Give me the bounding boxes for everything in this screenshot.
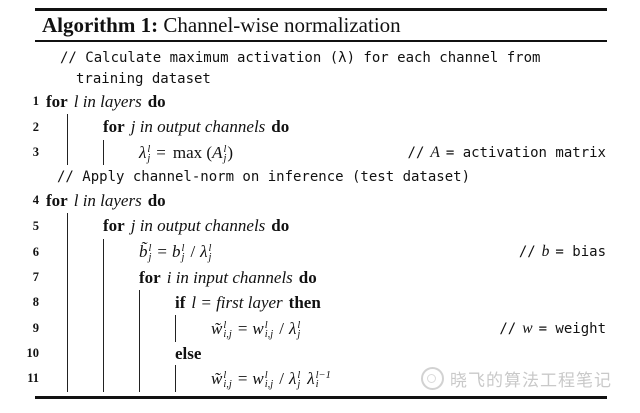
indent-guide (67, 365, 103, 392)
indent-guide (139, 315, 175, 342)
indent-guide (103, 290, 139, 315)
algo-line-1: 1 for l in layers do (0, 89, 640, 114)
indent-guide (67, 342, 103, 365)
indent-guide (67, 290, 103, 315)
indent-guide (175, 365, 211, 392)
watermark-text: 晓飞的算法工程笔记 (450, 371, 612, 391)
algo-line-7: 7 for i in input channels do (0, 265, 640, 290)
inline-comment-weight: // w = weight (499, 319, 606, 337)
algo-line-5: 5 for j in output channels do (0, 213, 640, 239)
algorithm-name: Channel-wise normalization (163, 13, 401, 37)
inline-comment-bias: // b = bias (518, 243, 606, 260)
header-rule (35, 40, 607, 42)
indent-guide (139, 290, 175, 315)
line-number: 8 (32, 295, 39, 309)
indent-guide (67, 265, 103, 290)
algo-line-10: 10 else (0, 342, 640, 365)
top-rule (35, 8, 607, 11)
line-number: 10 (26, 346, 40, 360)
indent-guide (103, 140, 139, 165)
algo-line-4: 4 for l in layers do (0, 188, 640, 213)
indent-guide (103, 342, 139, 365)
indent-guide (103, 315, 139, 342)
algo-line-2: 2 for j in output channels do (0, 114, 640, 140)
indent-guide (67, 239, 103, 265)
line-number: 9 (32, 321, 39, 335)
indent-guide (103, 365, 139, 392)
indent-guide (175, 315, 211, 342)
indent-guide (67, 114, 103, 140)
line-number: 1 (32, 94, 39, 108)
line-number: 4 (32, 193, 39, 207)
algorithm-label: Algorithm 1: (42, 13, 159, 37)
indent-guide (67, 140, 103, 165)
watermark: 晓飞的算法工程笔记 (421, 366, 612, 391)
line-number: 11 (27, 371, 39, 385)
line-number: 6 (32, 244, 39, 259)
indent-guide (103, 265, 139, 290)
indent-guide (67, 315, 103, 342)
bottom-rule (35, 396, 607, 399)
comment-calc-line1: // Calculate maximum activation (λ) for … (60, 49, 541, 66)
comment-apply: // Apply channel-norm on inference (test… (57, 168, 471, 185)
algo-line-8: 8 if l = first layer then (0, 290, 640, 315)
line-number: 2 (32, 119, 39, 134)
algorithm-body: // Calculate maximum activation (λ) for … (0, 47, 640, 392)
indent-guide (67, 213, 103, 239)
indent-guide (139, 365, 175, 392)
indent-guide (139, 342, 175, 365)
line-number: 7 (32, 270, 39, 284)
inline-comment-activation: // A = activation matrix (407, 143, 606, 161)
indent-guide (103, 239, 139, 265)
comment-calc-line2: training dataset (76, 70, 211, 87)
line-number: 3 (32, 145, 39, 159)
algorithm-title: Algorithm 1: Channel-wise normalization (42, 13, 401, 38)
logo-circle-icon (421, 367, 444, 390)
line-number: 5 (32, 218, 39, 233)
